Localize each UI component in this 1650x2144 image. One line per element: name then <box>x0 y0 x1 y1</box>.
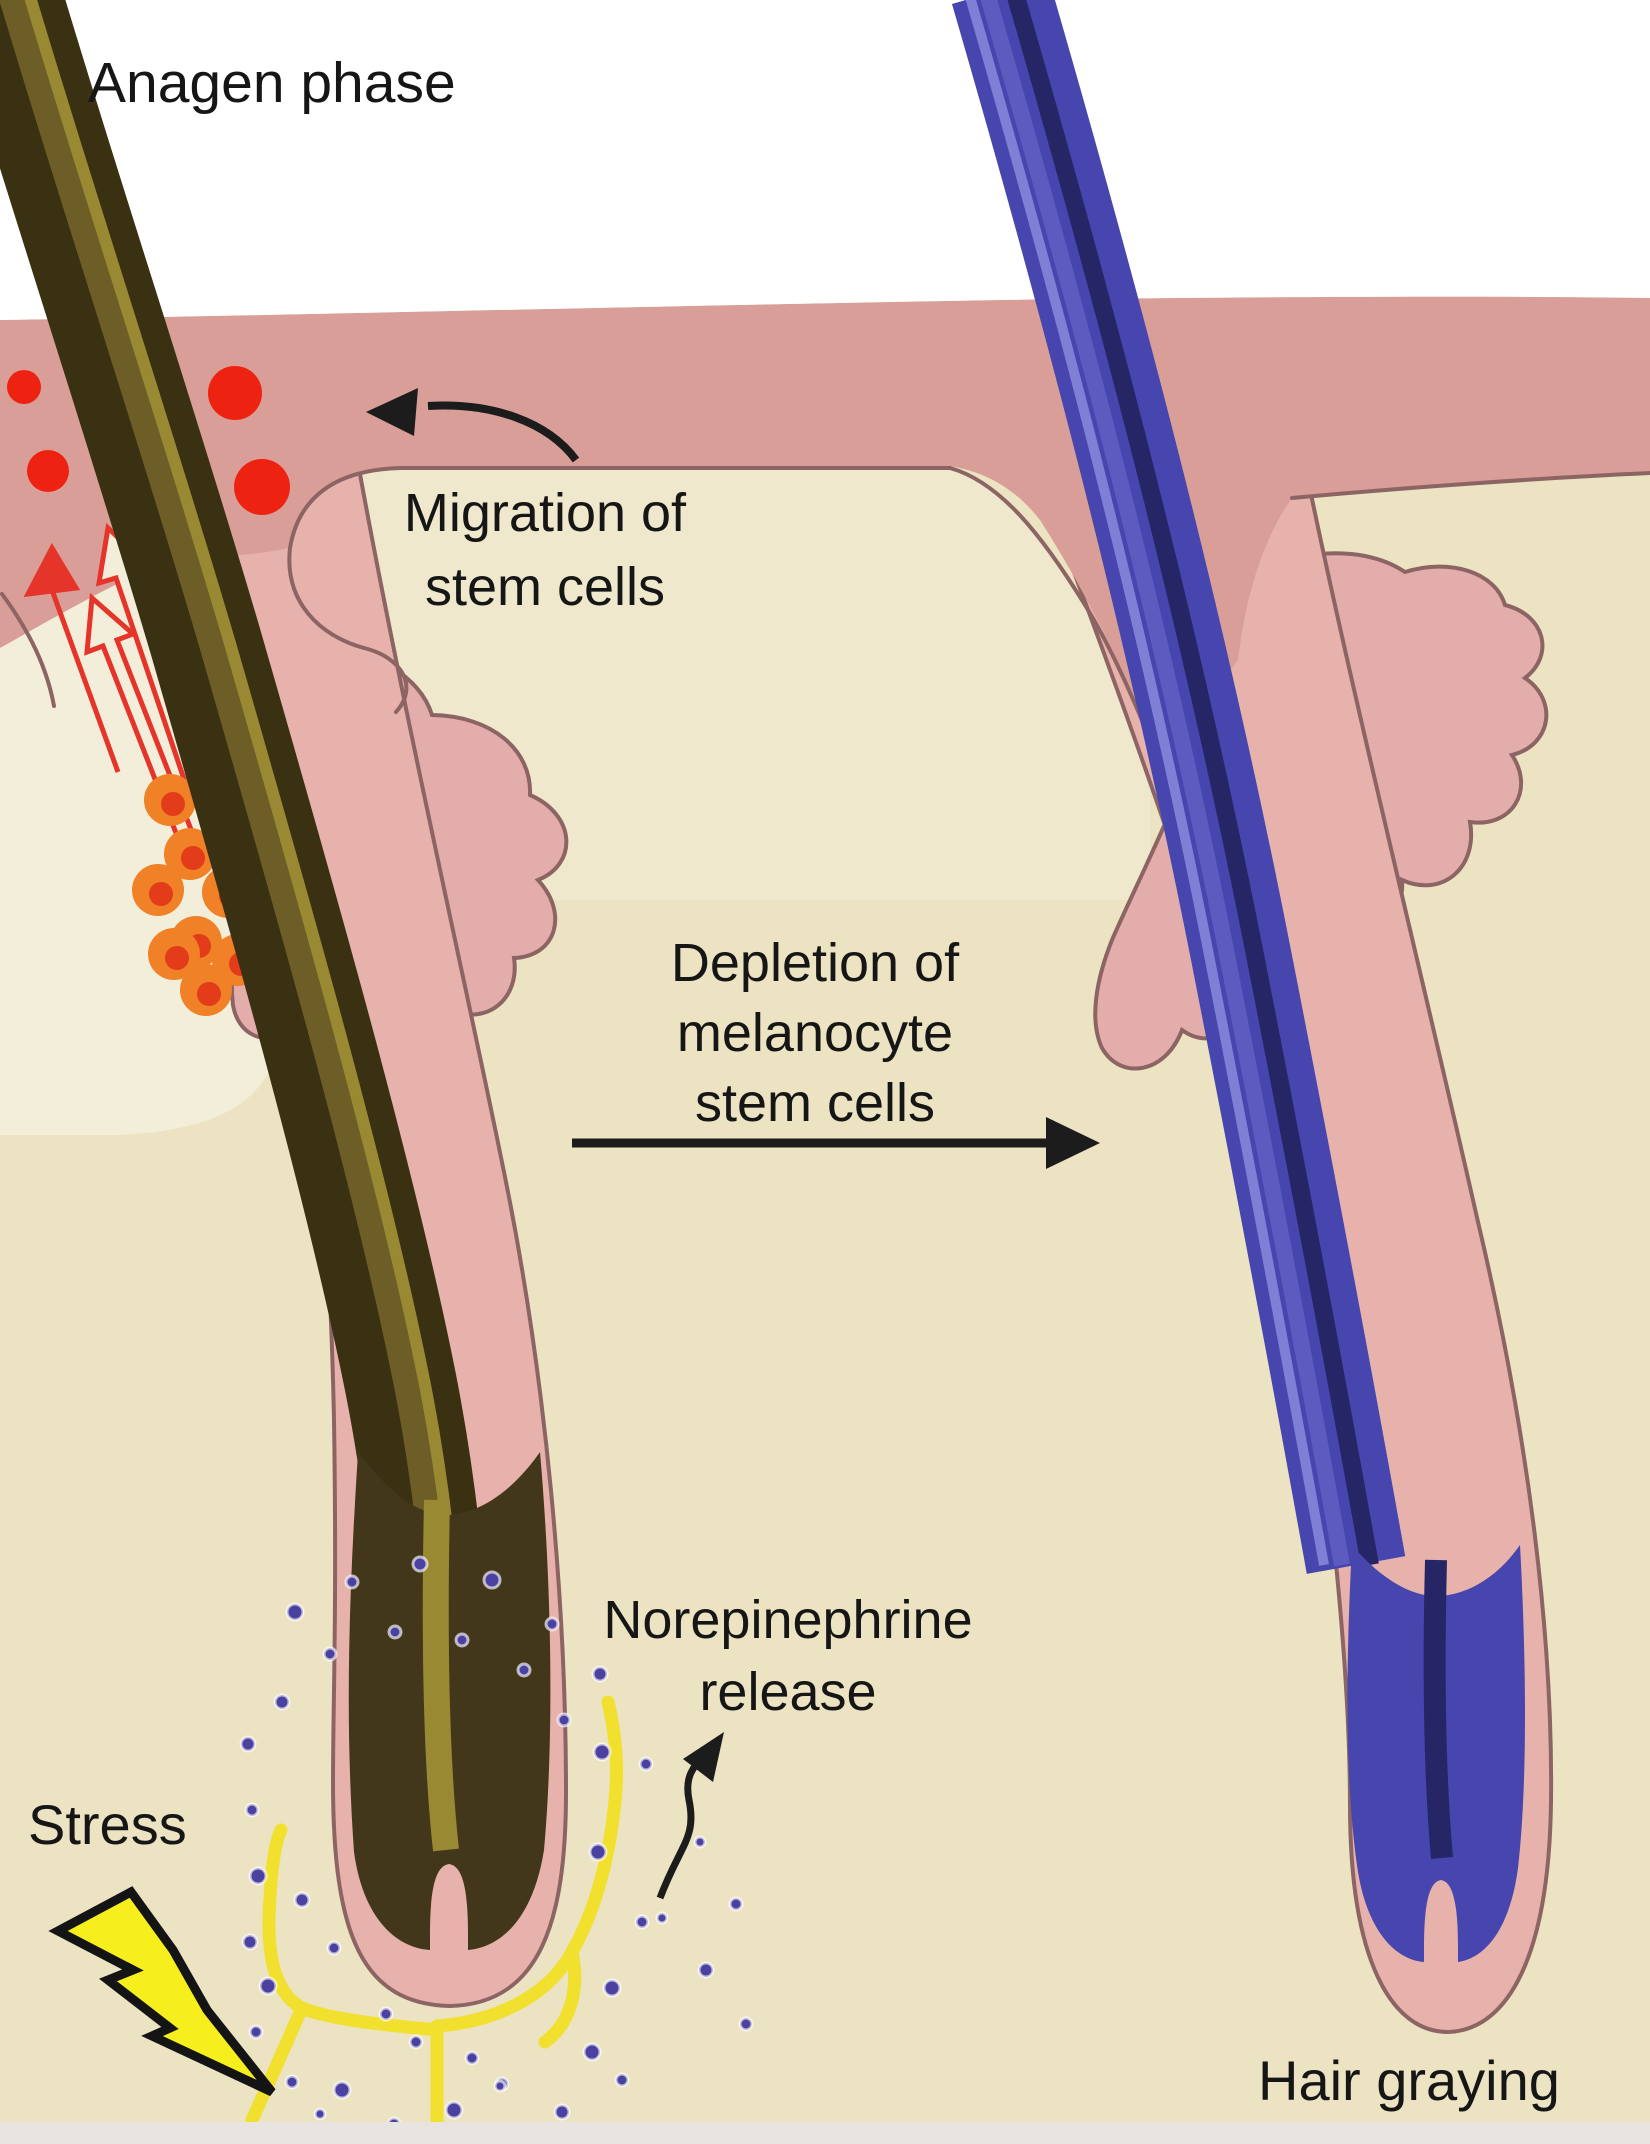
norepinephrine-label-line1: Norepinephrine <box>603 1590 973 1650</box>
dot <box>602 1978 622 1998</box>
dot <box>241 1933 259 1951</box>
stress-bolt-icon <box>48 1886 276 2097</box>
dot <box>149 882 173 906</box>
dot <box>248 1866 268 1886</box>
dot <box>408 2034 424 2050</box>
hair-graying-label: Hair graying <box>1258 2049 1560 2112</box>
dot <box>181 846 205 870</box>
dot <box>728 1896 744 1912</box>
depletion-label-line1: Depletion of <box>670 933 960 993</box>
migration-label-line1: Migration of <box>403 483 687 543</box>
migration-arrow <box>366 388 580 463</box>
dot <box>544 1616 560 1632</box>
dot <box>7 370 41 404</box>
dot <box>482 1570 502 1590</box>
dot <box>411 1555 429 1573</box>
dot <box>234 459 290 515</box>
migration-label: Migration of stem cells <box>325 476 765 624</box>
dot <box>553 2103 571 2121</box>
dot <box>239 1735 257 1753</box>
dot <box>248 2024 264 2040</box>
stress-label: Stress <box>28 1793 187 1856</box>
dot <box>313 2107 327 2121</box>
dot <box>344 1574 360 1590</box>
gray-hair-bulb <box>1347 1545 1525 1962</box>
dot <box>634 1914 650 1930</box>
dot <box>258 1976 278 1996</box>
dot <box>208 366 262 420</box>
gray-hair-shaft <box>951 0 1406 1574</box>
sky <box>0 0 1650 320</box>
dot <box>516 1662 532 1678</box>
dot <box>285 1602 305 1622</box>
dot <box>378 2006 394 2022</box>
dot <box>697 1961 715 1979</box>
dot <box>614 2072 630 2088</box>
stem-cell-dots <box>7 366 290 515</box>
dot <box>464 2050 480 2066</box>
dot <box>387 1624 403 1640</box>
dot <box>161 792 185 816</box>
dot <box>638 1756 654 1772</box>
dot <box>197 982 221 1006</box>
dot <box>588 1842 608 1862</box>
sympathetic-nerve <box>245 1695 624 2144</box>
depletion-label: Depletion of melanocyte stem cells <box>565 928 1065 1138</box>
dot <box>322 1646 338 1662</box>
depletion-label-line3: stem cells <box>694 1073 936 1133</box>
dot <box>165 946 189 970</box>
dot <box>273 1693 291 1711</box>
dot <box>244 1802 260 1818</box>
bottom-bar <box>0 2122 1650 2144</box>
dot <box>332 2080 352 2100</box>
dot <box>556 1712 572 1728</box>
norepinephrine-label: Norepinephrine release <box>538 1584 1038 1728</box>
dot <box>444 2100 464 2120</box>
dot <box>493 2079 507 2093</box>
norepinephrine-label-line2: release <box>699 1662 877 1722</box>
dot <box>591 1665 609 1683</box>
dot <box>326 1940 342 1956</box>
dot <box>284 2074 300 2090</box>
norepinephrine-dots <box>239 1555 754 2143</box>
migration-label-line2: stem cells <box>424 557 666 617</box>
dot <box>27 450 69 492</box>
dot <box>582 2042 602 2062</box>
dot <box>293 1891 311 1909</box>
depletion-arrow <box>572 1117 1100 1169</box>
anagen-phase-label: Anagen phase <box>88 51 456 115</box>
depletion-label-line2: melanocyte <box>676 1003 954 1063</box>
dot <box>592 1742 612 1762</box>
norepinephrine-arrow <box>656 1732 724 1900</box>
dot <box>738 2016 754 2032</box>
dot <box>454 1632 470 1648</box>
dot <box>693 1835 707 1849</box>
dot <box>655 1911 669 1925</box>
